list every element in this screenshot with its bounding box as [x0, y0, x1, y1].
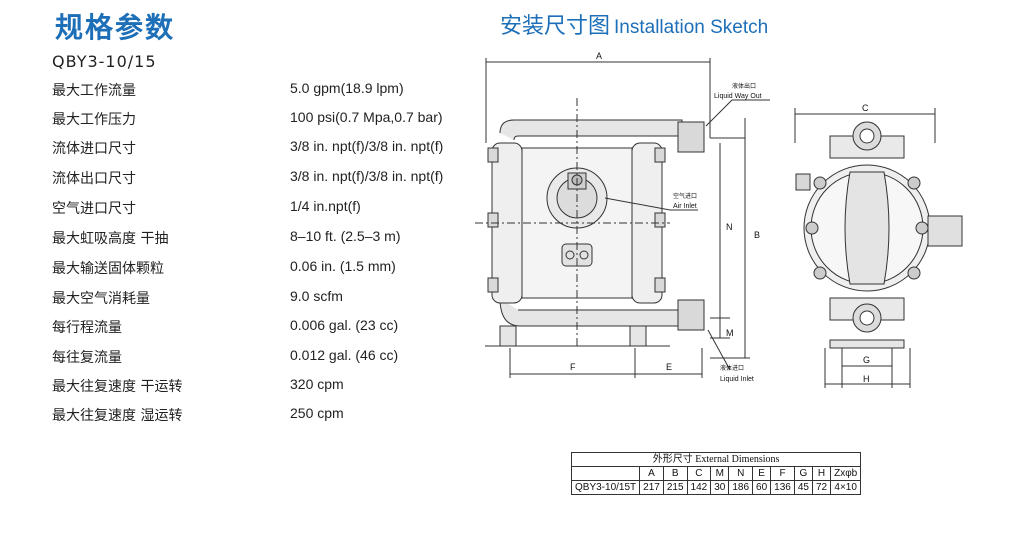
spec-label: 最大空气消耗量: [52, 291, 150, 307]
spec-label: 最大虹吸高度 干抽: [52, 231, 169, 247]
table-header-cell: [570, 466, 641, 481]
table-header-cell: F: [770, 466, 795, 481]
spec-value: 5.0 gpm(18.9 lpm): [290, 80, 404, 96]
dimension-table: 外形尺寸 External Dimensions A B C M N E F G…: [570, 452, 862, 495]
air-inlet-label: Air Inlet: [673, 203, 697, 210]
liquid-inlet-label: Liquid Inlet: [720, 376, 754, 383]
table-row-label: QBY3-10/15T: [570, 480, 641, 495]
spec-value: 1/4 in.npt(f): [290, 198, 361, 214]
table-cell: 4×10: [830, 480, 862, 495]
table-cell: 60: [752, 480, 772, 495]
table-cell: 45: [793, 480, 813, 495]
spec-label: 最大工作压力: [52, 112, 136, 128]
table-cell: 186: [728, 480, 754, 495]
spec-label: 空气进口尺寸: [52, 201, 136, 217]
spec-value: 8–10 ft. (2.5–3 m): [290, 228, 401, 244]
table-header-cell: C: [686, 466, 712, 481]
table-header-cell: N: [728, 466, 754, 481]
dim-label-a: A: [596, 51, 602, 61]
table-header-cell: A: [639, 466, 664, 481]
spec-label: 每往复流量: [52, 350, 122, 366]
liquid-out-cn-label: 液体出口: [732, 82, 756, 90]
spec-label: 流体进口尺寸: [52, 141, 136, 157]
spec-value: 100 psi(0.7 Mpa,0.7 bar): [290, 109, 443, 125]
dim-label-e: E: [666, 362, 672, 372]
model-number: QBY3-10/15: [52, 52, 157, 71]
spec-label: 最大往复速度 湿运转: [52, 408, 183, 424]
liquid-inlet-cn-label: 液体进口: [720, 364, 744, 372]
table-cell: 142: [686, 480, 712, 495]
dim-label-f: F: [570, 362, 576, 372]
sketch-title-cn: 安装尺寸图: [500, 14, 611, 39]
spec-value: 250 cpm: [290, 405, 344, 421]
installation-sketch: A B N M F E C G H 液体出口 Liquid Way Out 空气…: [475, 51, 963, 388]
dim-label-b: B: [754, 230, 760, 240]
table-cell: 136: [770, 480, 795, 495]
pump-side-view: [794, 108, 963, 388]
spec-label: 每行程流量: [52, 320, 122, 336]
page-title: 规格参数: [55, 11, 176, 44]
dim-label-n: N: [726, 222, 733, 232]
liquid-out-label: Liquid Way Out: [714, 93, 762, 100]
table-caption-row: 外形尺寸 External Dimensions: [570, 452, 862, 467]
table-header-cell: E: [752, 466, 772, 481]
spec-value: 9.0 scfm: [290, 288, 343, 304]
table-cell: 217: [639, 480, 664, 495]
spec-value: 3/8 in. npt(f)/3/8 in. npt(f): [290, 138, 444, 154]
dim-label-g: G: [863, 355, 870, 365]
dim-label-h: H: [863, 374, 870, 384]
dim-label-c: C: [862, 103, 869, 113]
air-inlet-cn-label: 空气进口: [673, 192, 697, 200]
spec-label: 流体出口尺寸: [52, 171, 136, 187]
table-header-cell: B: [662, 466, 688, 481]
spec-value: 0.012 gal. (46 cc): [290, 347, 399, 363]
spec-label: 最大工作流量: [52, 83, 136, 99]
table-caption: 外形尺寸 External Dimensions: [570, 452, 862, 467]
table-header-row: A B C M N E F G H Zxφb: [570, 466, 862, 481]
spec-label: 最大输送固体颗粒: [52, 261, 164, 277]
table-cell: 72: [811, 480, 832, 495]
table-header-cell: G: [793, 466, 813, 481]
table-header-cell: H: [811, 466, 832, 481]
spec-value: 0.06 in. (1.5 mm): [290, 258, 396, 274]
table-cell: 215: [662, 480, 688, 495]
pump-front-view: [475, 58, 711, 348]
table-header-cell: M: [710, 466, 730, 481]
sketch-title-en: Installation Sketch: [614, 17, 769, 38]
spec-value: 3/8 in. npt(f)/3/8 in. npt(f): [290, 168, 444, 184]
spec-label: 最大往复速度 干运转: [52, 379, 183, 395]
dim-label-m: M: [726, 328, 734, 338]
table-cell: 30: [710, 480, 730, 495]
table-row: QBY3-10/15T 217 215 142 30 186 60 136 45…: [570, 480, 862, 495]
spec-value: 0.006 gal. (23 cc): [290, 317, 399, 333]
table-header-cell: Zxφb: [830, 466, 862, 481]
spec-value: 320 cpm: [290, 376, 344, 392]
